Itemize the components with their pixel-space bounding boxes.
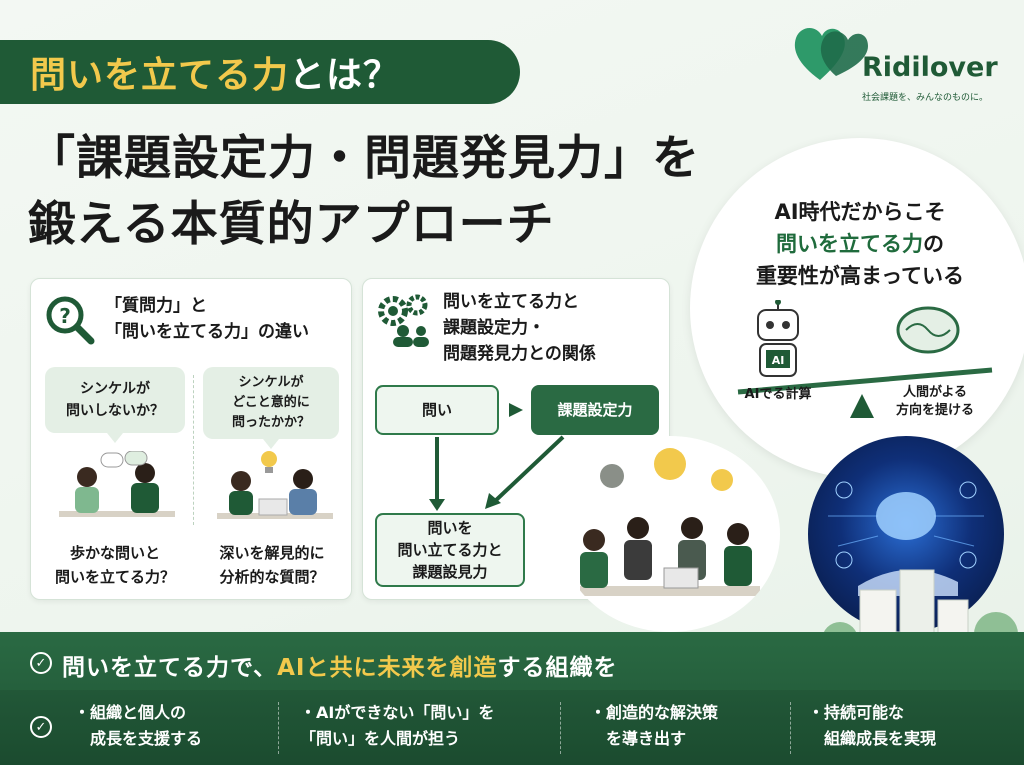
banner-divider	[278, 702, 279, 754]
caption-left-line: 歩かな問いと	[69, 544, 160, 562]
speech-bubble-left: シンケルが 問いしないか？	[45, 367, 185, 443]
bubble-right-line: どこと意的に	[232, 395, 310, 410]
robot-badge-text: AI	[772, 354, 785, 367]
flow-box-kadai: 課題設定力	[531, 385, 659, 435]
title-rest: とは？	[289, 55, 401, 96]
brain-label-line: 人間がよる	[903, 385, 967, 400]
banner-head-pre: 問いを立てる力で、	[62, 655, 278, 681]
caption-left-line: 問いを立てる力？	[54, 568, 175, 586]
section-title-pill: 問いを立てる力とは？	[0, 40, 520, 104]
banner-item-line: を導き出す	[590, 729, 687, 748]
brain-label: 人間がよる 方向を提ける	[880, 384, 990, 420]
banner-head-yellow: AIと共に未来を創造	[277, 655, 498, 681]
card1-title-line-2: 「問いを立てる力」の違い	[105, 322, 309, 342]
banner-head-post: する組織を	[497, 655, 618, 681]
flow-arrows	[429, 403, 565, 511]
bubble-right-line: シンケルが	[238, 375, 304, 390]
banner-item-4: ・持続可能な 組織成長を実現	[808, 700, 936, 752]
ridilover-logo: Ridilover 社会課題を、みんなのものに。	[790, 18, 1010, 103]
two-people-bulb-illustration	[217, 451, 333, 519]
banner-items-row	[0, 690, 1024, 765]
bubble-right-line: 問ったかか？	[231, 415, 310, 430]
meeting-illustration	[560, 436, 780, 632]
heart-logo-icon	[794, 27, 868, 80]
check-circle-icon: ✓	[30, 652, 52, 674]
caption-left: 歩かな問いと 問いを立てる力？	[39, 541, 191, 589]
ai-tech-circle	[808, 436, 1004, 632]
banner-item-line: 成長を支援する	[74, 729, 203, 748]
banner-item-line: ・創造的な解決策	[590, 703, 719, 722]
gears-people-icon	[378, 294, 429, 347]
card2-title: 問いを立てる力と 課題設定力・ 問題発見力との関係	[443, 289, 663, 367]
title-highlight: 問いを立てる力	[30, 55, 290, 96]
card1-divider	[193, 375, 194, 525]
speech-bubble-right: シンケルが どこと意的に 問ったかか？	[203, 367, 339, 449]
circle-line-2-green: 問いを立てる力	[776, 232, 923, 256]
balance-scale-illustration: AI	[737, 300, 993, 418]
circle-line-3: 重要性が高まっている	[755, 264, 965, 288]
arrow-down-icon	[429, 499, 445, 511]
caption-right-line: 分析的な質問？	[219, 568, 325, 586]
logo-name: Ridilover	[862, 52, 998, 83]
flow-bottom-line: 問いを	[427, 519, 473, 537]
caption-right: 深いを解見的に 分析的な質問？	[197, 541, 347, 589]
ai-era-circle	[690, 138, 1024, 478]
banner-item-1: ・組織と個人の 成長を支援する	[74, 700, 202, 752]
check-circle-icon: ✓	[30, 716, 52, 738]
meeting-scene-icon	[580, 448, 760, 596]
ai-era-message: AI時代だからこそ 問いを立てる力の 重要性が高まっている	[712, 196, 1008, 292]
main-headline: 「課題設定力・問題発見力」を 鍛える本質的アプローチ	[28, 126, 728, 258]
card2-title-line-3: 問題発見力との関係	[443, 344, 596, 364]
bubble-left-line: 問いしないか？	[66, 403, 164, 419]
banner-divider	[790, 702, 791, 754]
banner-item-line: 「問い」を人間が担う	[300, 729, 461, 748]
banner-item-line: 組織成長を実現	[808, 729, 937, 748]
bubble-left-line: シンケルが	[80, 381, 150, 397]
magnifier-question-icon: ?	[46, 296, 95, 345]
bottom-banner	[0, 632, 1024, 765]
banner-item-line: ・持続可能な	[808, 703, 905, 722]
flow-bottom-line: 課題設見力	[412, 563, 488, 581]
banner-item-line: ・AIができない「問い」を	[300, 703, 495, 722]
banner-divider	[560, 702, 561, 754]
circle-line-2-rest: の	[923, 232, 944, 256]
banner-headline: 問いを立てる力で、AIと共に未来を創造する組織を	[62, 648, 617, 682]
headline-line-1: 「課題設定力・問題発見力」を	[28, 131, 700, 186]
circle-line-1: AI時代だからこそ	[774, 200, 946, 224]
svg-text:?: ?	[59, 304, 71, 328]
arrow-diagonal-icon	[485, 493, 501, 509]
arrow-right-icon	[509, 403, 523, 417]
logo-tagline: 社会課題を、みんなのものに。	[862, 93, 989, 103]
caption-right-line: 深いを解見的に	[219, 544, 325, 562]
flow-box-toi: 問い	[375, 385, 499, 435]
headline-line-2: 鍛える本質的アプローチ	[28, 197, 555, 252]
card-question-vs-inquiry: ? 「質問力」と 「問いを立てる力」の違い シンケルが 問いしないか？ シンケル…	[30, 278, 352, 600]
flow-bottom-line: 問い立てる力と	[397, 541, 503, 559]
banner-item-3: ・創造的な解決策 を導き出す	[590, 700, 718, 752]
card2-title-line-1: 問いを立てる力と	[443, 292, 579, 312]
brain-label-line: 方向を提ける	[895, 403, 974, 418]
card1-title: 「質問力」と 「問いを立てる力」の違い	[105, 293, 345, 345]
card1-title-line-1: 「質問力」と	[105, 296, 207, 316]
card2-title-line-2: 課題設定力・	[443, 318, 545, 338]
banner-item-2: ・AIができない「問い」を 「問い」を人間が担う	[300, 700, 494, 752]
flow-box-bottom: 問いを 問い立てる力と 課題設見力	[375, 513, 525, 587]
robot-label: AIでる計算	[744, 387, 812, 402]
two-people-talking-illustration	[59, 451, 175, 517]
robot-icon	[757, 309, 799, 341]
banner-item-line: ・組織と個人の	[74, 703, 187, 722]
